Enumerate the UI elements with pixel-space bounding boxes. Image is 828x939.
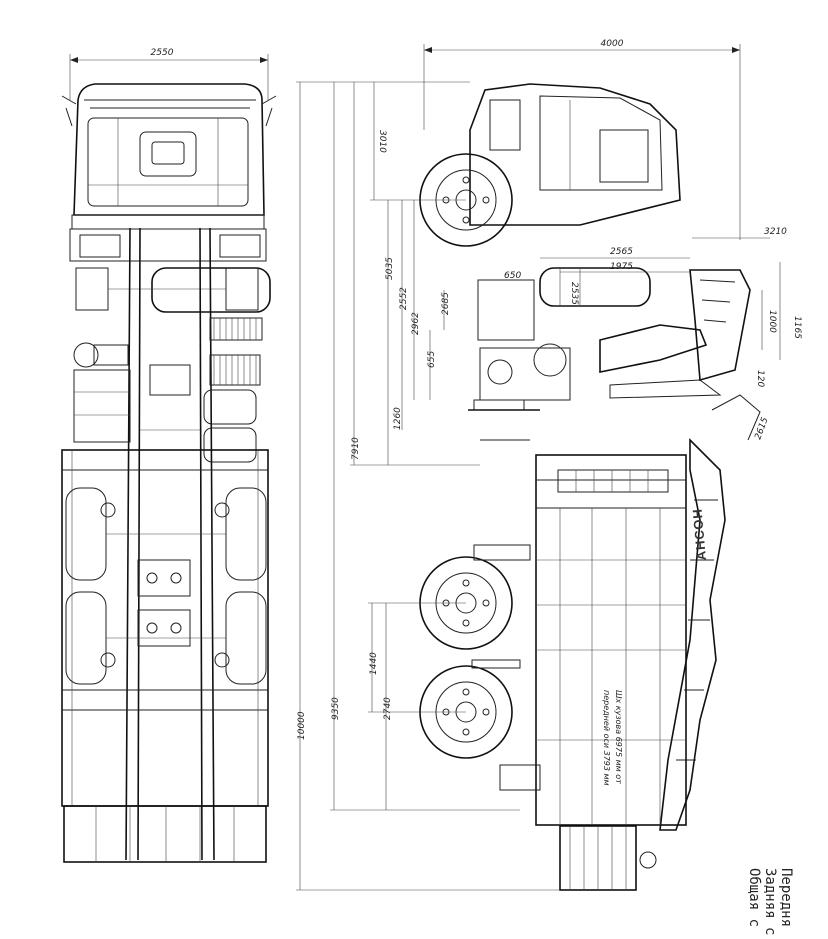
brand-label: АНСОН	[689, 508, 709, 561]
dim-tip-offset: 1000	[767, 310, 777, 333]
side-view: 4000 АНСОН 3	[296, 39, 802, 891]
dim-small-120: 120	[755, 370, 765, 387]
dim-655: 655	[427, 351, 437, 368]
dim-2685: 2685	[441, 292, 451, 315]
dim-h-2535: 2535	[569, 282, 579, 305]
dim-1440: 1440	[369, 652, 379, 675]
legend-line-3: Общая с	[746, 868, 762, 927]
body-note-line1: Шх кузова 6975 мм от	[614, 690, 623, 784]
dim-plan-width: 2550	[151, 48, 174, 58]
dim-1260: 1260	[393, 407, 403, 430]
dim-angle-2615: 2615	[753, 416, 770, 441]
dim-7910: 7910	[351, 437, 361, 460]
body-note-line2: передней оси 3793 мм	[602, 690, 611, 786]
dim-cab-height: 3210	[764, 227, 787, 237]
vertical-dimensions: 3010 5035 7910 9350 10000 2552 2962 2685…	[296, 81, 560, 891]
plan-view: 2550	[61, 48, 277, 863]
dim-reach-2565: 2565	[610, 247, 633, 257]
dim-h-650: 650	[504, 271, 521, 281]
dim-3010: 3010	[377, 130, 387, 153]
dim-5035: 5035	[385, 257, 395, 280]
legend-line-1: Передня	[778, 868, 794, 927]
dim-2740: 2740	[383, 697, 393, 720]
dim-overall-length: 4000	[601, 39, 624, 49]
dim-2552: 2552	[399, 287, 409, 310]
dim-9350: 9350	[331, 697, 341, 720]
dim-2962: 2962	[411, 312, 421, 335]
legend-line-2: Задняя с	[762, 868, 778, 935]
dim-reach-1975: 1975	[610, 262, 633, 272]
dim-10000: 10000	[297, 711, 307, 740]
dim-tip-height: 1165	[792, 316, 802, 339]
legend: Передня Задняя с Общая с	[746, 868, 794, 935]
